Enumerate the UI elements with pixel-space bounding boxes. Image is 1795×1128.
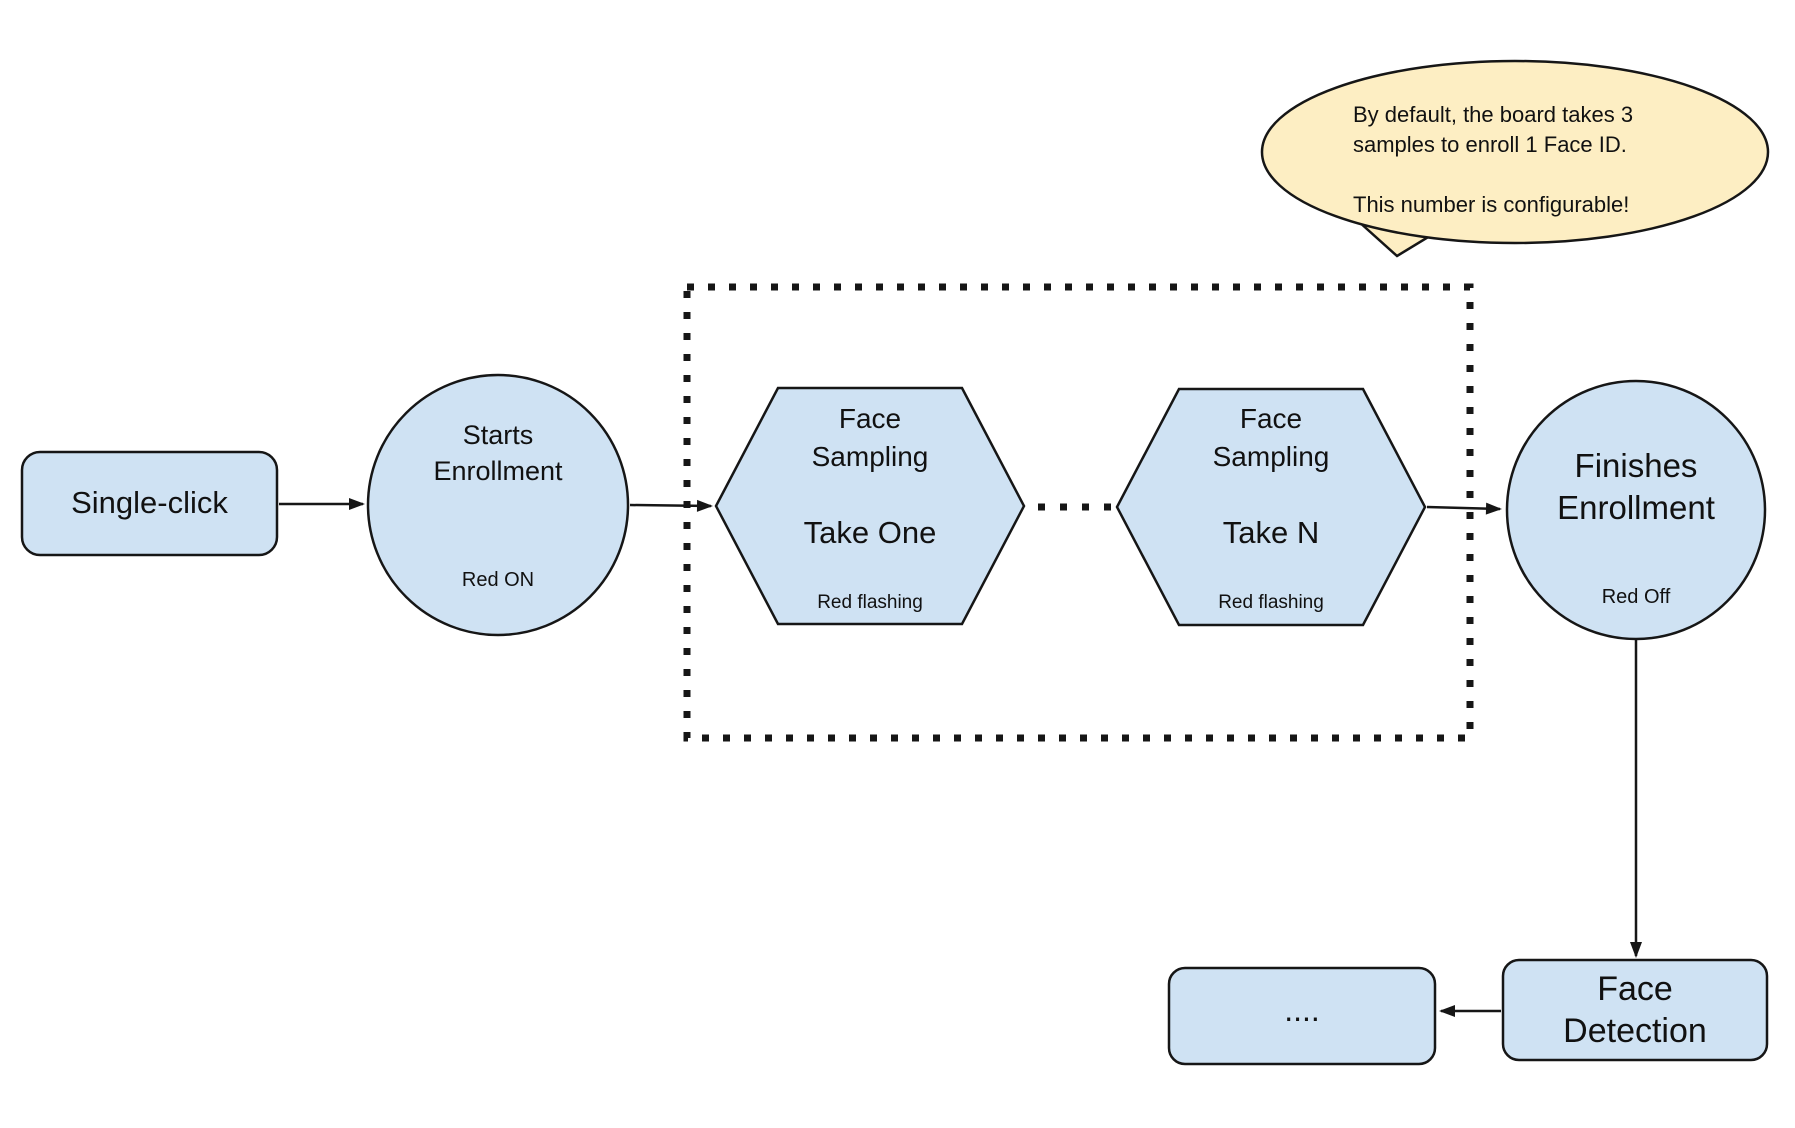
arrow-take-n-to-finishes	[1426, 502, 1502, 515]
finishes-enrollment-node	[1505, 379, 1767, 641]
finishes-enrollment-title: Finishes Enrollment	[1557, 447, 1715, 526]
continuation-label: ....	[1284, 992, 1320, 1028]
take-one-status: Red flashing	[817, 592, 923, 614]
sampling-loop-boundary	[683, 283, 1474, 742]
single-click-node	[20, 450, 279, 557]
take-one-title: Face Sampling	[811, 403, 929, 472]
arrow-starts-to-take-one	[629, 499, 713, 512]
take-one-step: Take One	[803, 514, 937, 550]
finishes-enrollment-status: Red Off	[1601, 585, 1671, 608]
face-detection-node	[1501, 958, 1769, 1062]
face-detection-label: Face Detection	[1563, 970, 1707, 1050]
starts-enrollment-title: Starts Enrollment	[433, 420, 563, 486]
callout-bubble	[1260, 59, 1770, 245]
callout-note-text: By default, the board takes 3 samples to…	[1353, 102, 1634, 217]
single-click-label: Single-click	[71, 485, 228, 521]
take-n-status: Red flashing	[1218, 592, 1324, 614]
continuation-node	[1167, 966, 1437, 1066]
starts-enrollment-node	[366, 373, 630, 637]
starts-enrollment-status: Red ON	[461, 568, 535, 591]
face-sampling-take-one-node	[714, 386, 1026, 626]
take-n-step: Take N	[1222, 514, 1320, 550]
face-sampling-take-n-node	[1115, 387, 1427, 627]
take-n-title: Face Sampling	[1212, 403, 1330, 472]
